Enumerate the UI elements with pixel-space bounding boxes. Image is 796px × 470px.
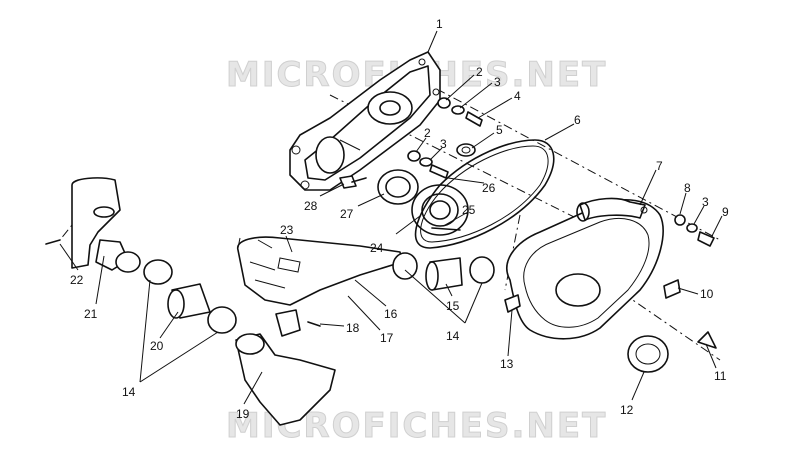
ring-12: [627, 335, 669, 373]
seal-27: [377, 169, 419, 205]
callout-2-lower: 2: [424, 126, 431, 140]
callout-5: 5: [496, 123, 503, 137]
callout-labels: 1 2 3 4 5 2 3 6 7 8 3 9 10 11 12 13 14 1…: [70, 17, 729, 421]
callout-15: 15: [446, 299, 460, 313]
callout-19: 19: [236, 407, 250, 421]
right-hardware-stack: [674, 214, 715, 247]
callout-9: 9: [722, 205, 729, 219]
callout-8: 8: [684, 181, 691, 195]
lower-duct-19: [235, 309, 336, 426]
callout-16: 16: [384, 307, 398, 321]
callout-18: 18: [346, 321, 360, 335]
left-hose-assembly: [45, 177, 237, 334]
callout-4: 4: [514, 89, 521, 103]
callout-20: 20: [150, 339, 164, 353]
decal-10: [663, 279, 681, 299]
callout-17: 17: [380, 331, 394, 345]
callout-13: 13: [500, 357, 514, 371]
callout-10: 10: [700, 287, 714, 301]
callout-21: 21: [84, 307, 98, 321]
callout-24: 24: [370, 241, 384, 255]
intake-duct: [237, 236, 403, 306]
drive-belt: [414, 139, 555, 249]
callout-22: 22: [70, 273, 84, 287]
callout-1: 1: [436, 17, 443, 31]
lower-hardware-stack: [407, 150, 449, 179]
callout-7: 7: [656, 159, 663, 173]
callout-3-lower: 3: [440, 137, 447, 151]
callout-12: 12: [620, 403, 634, 417]
callout-25: 25: [462, 203, 476, 217]
callout-26: 26: [482, 181, 496, 195]
bolt-28: [339, 175, 367, 189]
upper-hardware-stack: [437, 97, 483, 157]
callout-2-upper: 2: [476, 65, 483, 79]
callout-27: 27: [340, 207, 354, 221]
leader-lines: [59, 30, 723, 405]
outer-cover: [504, 197, 664, 340]
coupler-15: [392, 252, 495, 291]
callout-23: 23: [280, 223, 294, 237]
decal-11: [697, 331, 717, 349]
callout-3-right: 3: [702, 195, 709, 209]
callout-14-left: 14: [122, 385, 136, 399]
callout-14-right: 14: [446, 329, 460, 343]
callout-28: 28: [304, 199, 318, 213]
callout-11: 11: [714, 369, 727, 383]
callout-6: 6: [574, 113, 581, 127]
callout-3-upper: 3: [494, 75, 501, 89]
